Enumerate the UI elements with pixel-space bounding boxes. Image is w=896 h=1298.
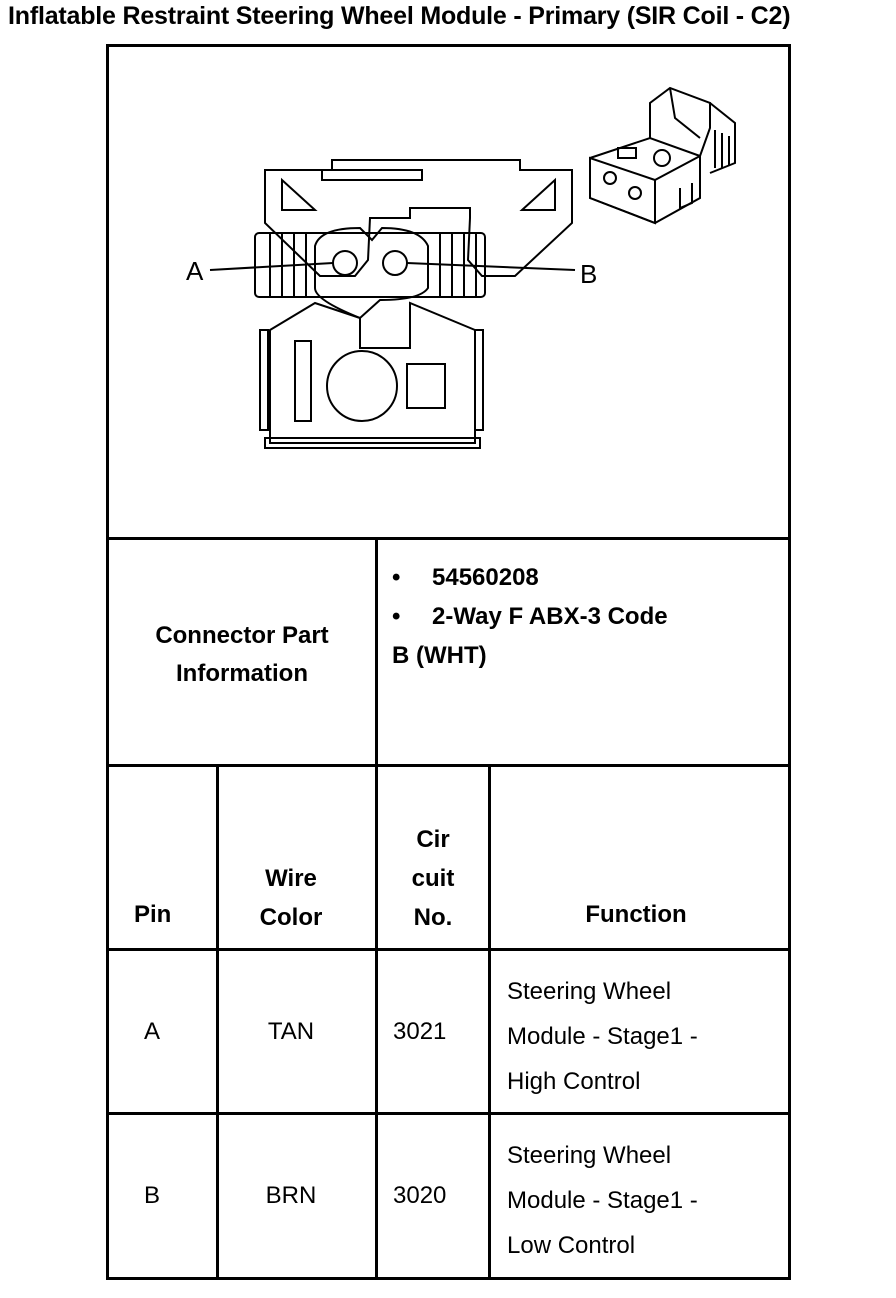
- header-wire-color: Wire Color: [259, 865, 323, 931]
- divider-row-a: [106, 1112, 791, 1115]
- divider-header: [106, 948, 791, 951]
- row-a-pin: A: [144, 1018, 161, 1045]
- row-b-circuit: 3020: [393, 1182, 447, 1209]
- col-divider-2: [375, 537, 378, 1280]
- list-item: •2-Way F ABX-3 Code: [392, 603, 668, 630]
- pin-a-label: A: [186, 256, 204, 286]
- connector-info-label: Connector Part Information: [155, 622, 329, 687]
- page-title: Inflatable Restraint Steering Wheel Modu…: [8, 2, 791, 30]
- header-circuit: Cir cuit No.: [411, 826, 455, 931]
- connector-info-list: •54560208 •2-Way F ABX-3 Code B (WHT): [392, 558, 782, 675]
- row-b-pin: B: [144, 1182, 161, 1209]
- col-divider-3: [488, 764, 491, 1280]
- col-divider-1: [216, 764, 219, 1280]
- list-item-continuation: B (WHT): [392, 642, 487, 669]
- list-item: •54560208: [392, 564, 539, 591]
- pin-b-label: B: [580, 259, 598, 289]
- row-a-wire-color: TAN: [267, 1018, 315, 1045]
- divider-diagram: [106, 537, 791, 540]
- connector-table-frame: [106, 44, 791, 1280]
- header-function: Function: [585, 901, 687, 928]
- row-a-circuit: 3021: [393, 1018, 447, 1045]
- header-pin: Pin: [134, 901, 172, 928]
- row-b-function: Steering Wheel Module - Stage1 - Low Con…: [507, 1142, 698, 1259]
- row-b-wire-color: BRN: [265, 1182, 317, 1209]
- row-a-function: Steering Wheel Module - Stage1 - High Co…: [507, 978, 698, 1095]
- divider-info: [106, 764, 791, 767]
- connector-diagram: [209, 86, 736, 449]
